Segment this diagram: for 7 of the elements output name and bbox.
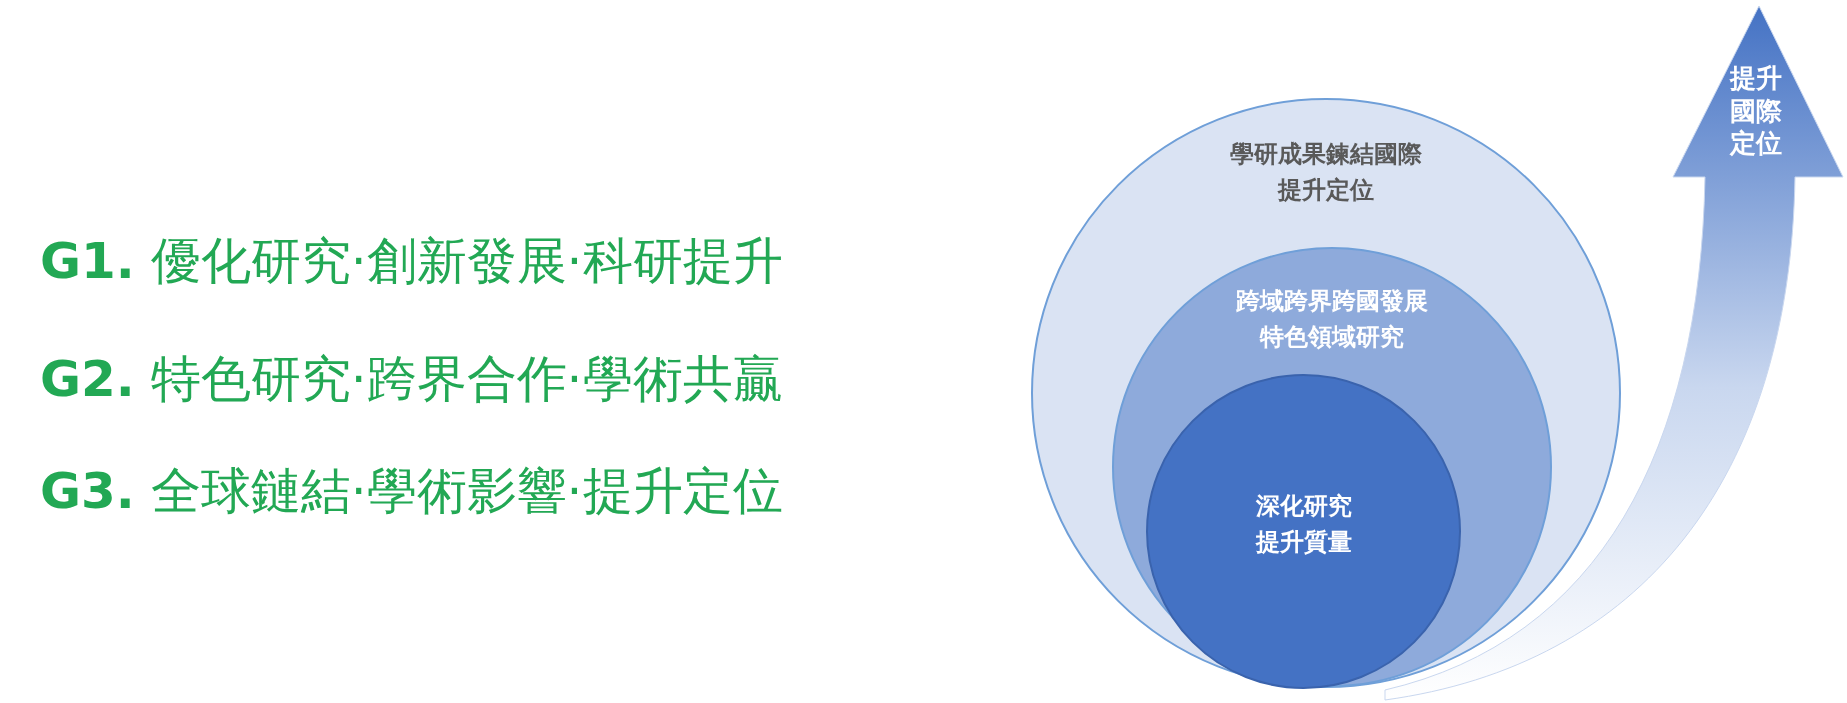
circle-label: 深化研究提升質量 [1254, 491, 1353, 558]
goal-text: G3. 全球鏈結·學術影響·提升定位 [40, 461, 783, 522]
arrow-label: 提升國際定位 [1728, 62, 1783, 160]
goal-text: G1. 優化研究·創新發展·科研提升 [40, 231, 783, 292]
circle-label: 學研成果鍊結國際提升定位 [1229, 139, 1423, 206]
circle-label: 跨域跨界跨國發展特色領域研究 [1235, 286, 1429, 353]
goal-text: G2. 特色研究·跨界合作·學術共贏 [40, 349, 783, 410]
